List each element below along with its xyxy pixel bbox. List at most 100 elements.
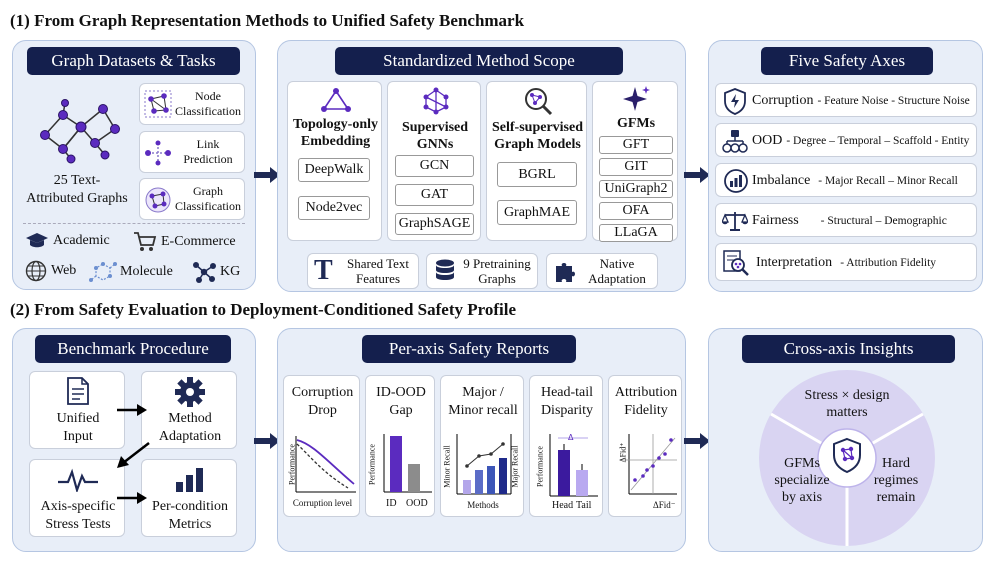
- text-attributed-graph-icon: [40, 99, 120, 164]
- method-group-heading: Supervised: [401, 120, 469, 135]
- feature-native-adaptation: Native Adaptation: [546, 253, 658, 289]
- graph-classification-icon: [145, 187, 171, 213]
- arrow-right-icon: [684, 167, 710, 183]
- method-group-heading: GNNs: [416, 137, 454, 152]
- report-ylabel: Performance: [367, 444, 377, 485]
- corruption-drop-chart: [295, 436, 356, 493]
- method-graphsage: GraphSAGE: [395, 213, 474, 235]
- bar-chart-icon: [176, 468, 203, 492]
- gear-icon: [175, 377, 205, 407]
- feature-label: Features: [355, 271, 401, 286]
- method-group-heading: Embedding: [300, 134, 371, 149]
- knowledge-graph-icon: [193, 262, 216, 283]
- feature-label: Adaptation: [588, 271, 646, 286]
- graph-caption-line-1: 25 Text-: [53, 173, 101, 188]
- shield-network-icon: [833, 437, 861, 474]
- shopping-cart-icon: [134, 232, 157, 251]
- report-attribution-fidelity: Attribution Fidelity ΔFid⁺ ΔFid⁻: [608, 375, 682, 517]
- report-ylabel: Minor Recall: [442, 445, 452, 488]
- step-label: Input: [63, 429, 93, 444]
- method-scope-title: Standardized Method Scope: [335, 47, 623, 75]
- puzzle-icon: [556, 263, 575, 282]
- report-heading: Major /: [462, 385, 504, 400]
- axis-ood: OOD - Degree – Temporal – Scaffold - Ent…: [715, 123, 977, 157]
- task-link-prediction: Link Prediction: [139, 131, 245, 173]
- insight-text: regimes: [873, 473, 919, 488]
- insight-text: specialize: [774, 473, 830, 488]
- axis-name: OOD: [752, 133, 783, 148]
- axis-name: Interpretation: [756, 255, 833, 270]
- report-ylabel: Performance: [535, 446, 545, 487]
- report-id-ood-gap: ID-OOD Gap Performance ID OOD: [365, 375, 435, 517]
- report-xlabel-id: ID: [386, 498, 397, 509]
- method-node2vec: Node2vec: [298, 196, 370, 220]
- report-ylabel: ΔFid⁺: [618, 442, 628, 463]
- reports-title: Per-axis Safety Reports: [362, 335, 576, 363]
- report-xlabel-tail: Tail: [576, 500, 592, 511]
- task-graph-classification: Graph Classification: [139, 178, 245, 220]
- domain-label: E-Commerce: [161, 234, 236, 249]
- svg-text:Δ: Δ: [568, 433, 574, 442]
- domain-label: Academic: [53, 233, 110, 248]
- report-head-tail-disparity: Head-tail Disparity Δ Performance Head T…: [529, 375, 603, 517]
- procedure-panel: Benchmark Procedure Unified Input Method…: [12, 328, 256, 552]
- insight-text: Hard: [882, 456, 910, 471]
- arrow-diagonal-icon: [117, 442, 150, 468]
- task-label: Prediction: [183, 152, 233, 166]
- step-label: Per-condition: [152, 499, 228, 514]
- report-heading: Disparity: [540, 403, 594, 418]
- database-icon: [436, 259, 454, 280]
- balance-scale-icon: [722, 212, 748, 231]
- report-corruption-drop: Corruption Drop Performance Corruption l…: [283, 375, 360, 517]
- domain-label: Web: [51, 263, 77, 278]
- procedure-title: Benchmark Procedure: [35, 335, 231, 363]
- graph-caption-line-2: Attributed Graphs: [26, 191, 128, 206]
- arrow-right-icon: [254, 433, 280, 449]
- method-scope-panel: Standardized Method Scope Topology-only …: [277, 40, 686, 292]
- reports-panel: Per-axis Safety Reports Corruption Drop …: [277, 328, 686, 552]
- task-label: Link: [196, 137, 220, 151]
- report-xlabel: ΔFid⁻: [653, 500, 676, 510]
- method-gcn: GCN: [395, 155, 474, 177]
- method-llaga: LLaGA: [599, 224, 673, 242]
- graph-caption: 25 Text- Attributed Graphs: [17, 172, 137, 208]
- magnifier-graph-icon: [525, 88, 553, 116]
- step-per-condition-metrics: Per-condition Metrics: [141, 459, 237, 537]
- report-heading: Fidelity: [624, 403, 668, 418]
- molecule-icon: [89, 262, 117, 282]
- axis-interpretation: Interpretation - Attribution Fidelity: [715, 243, 977, 281]
- axis-desc: - Attribution Fidelity: [840, 257, 937, 269]
- task-label: Classification: [175, 199, 241, 213]
- insight-text: GFMs: [784, 456, 820, 471]
- axis-imbalance: Imbalance - Major Recall – Minor Recall: [715, 163, 977, 197]
- arrow-right-icon: [684, 433, 710, 449]
- method-unigraph2: UniGraph2: [599, 180, 673, 198]
- step-label: Unified: [56, 411, 100, 426]
- bar-chart-circle-icon: [724, 169, 748, 193]
- axis-corruption: Corruption - Feature Noise - Structure N…: [715, 83, 977, 117]
- pulse-icon: [58, 468, 98, 492]
- gnn-network-icon: [423, 87, 449, 115]
- head-tail-bar-chart: Δ: [549, 433, 598, 497]
- report-major-minor-recall: Major / Minor recall Minor Recall Major …: [440, 375, 524, 517]
- report-xlabel: Methods: [467, 500, 499, 510]
- id-ood-bar-chart: [383, 434, 432, 493]
- report-heading: Minor recall: [448, 403, 518, 418]
- method-group-heading: Self-supervised: [492, 120, 583, 135]
- feature-label: Graphs: [478, 271, 516, 286]
- report-xlabel-ood: OOD: [406, 498, 428, 509]
- domain-label: Molecule: [120, 264, 173, 279]
- arrow-right-icon: [254, 167, 280, 183]
- document-search-icon: [723, 250, 749, 276]
- link-prediction-icon: [145, 140, 171, 166]
- axis-name: Imbalance: [752, 173, 811, 188]
- document-icon: [67, 377, 89, 405]
- section-1-title: (1) From Graph Representation Methods to…: [10, 11, 525, 30]
- report-heading: Head-tail: [540, 385, 594, 400]
- domain-kg: KG: [191, 260, 240, 284]
- graduation-cap-icon: [26, 233, 48, 248]
- step-label: Adaptation: [158, 429, 222, 444]
- insight-text: Stress × design: [804, 388, 890, 403]
- node-classification-icon: [144, 90, 172, 118]
- globe-icon: [25, 260, 47, 282]
